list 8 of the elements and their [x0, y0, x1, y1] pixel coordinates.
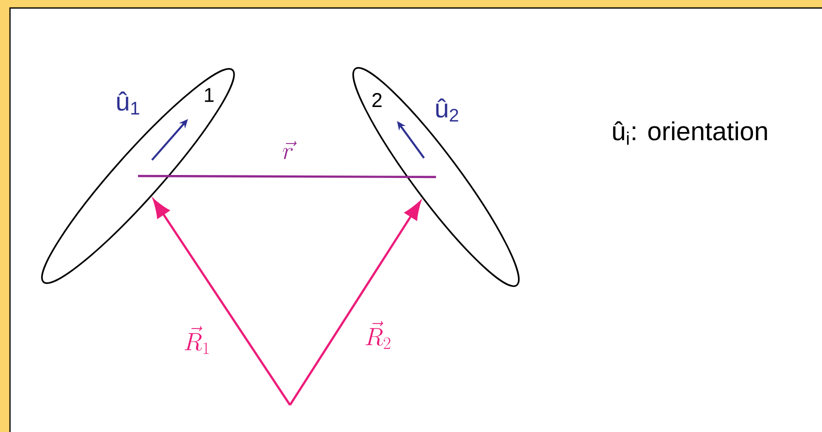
arrow: [153, 199, 291, 406]
edge-label: $\vec{R}_1$: [182, 325, 212, 355]
legend-text: û$_{i}$: orientation: [613, 121, 767, 145]
vector-label: û$_{1}$: [117, 92, 140, 114]
edge-label: $\vec{r}$: [281, 140, 297, 160]
arrow: [289, 201, 421, 406]
edge-label: $\vec{R}_2$: [364, 320, 392, 350]
vector-label: û$_{2}$: [436, 98, 458, 122]
